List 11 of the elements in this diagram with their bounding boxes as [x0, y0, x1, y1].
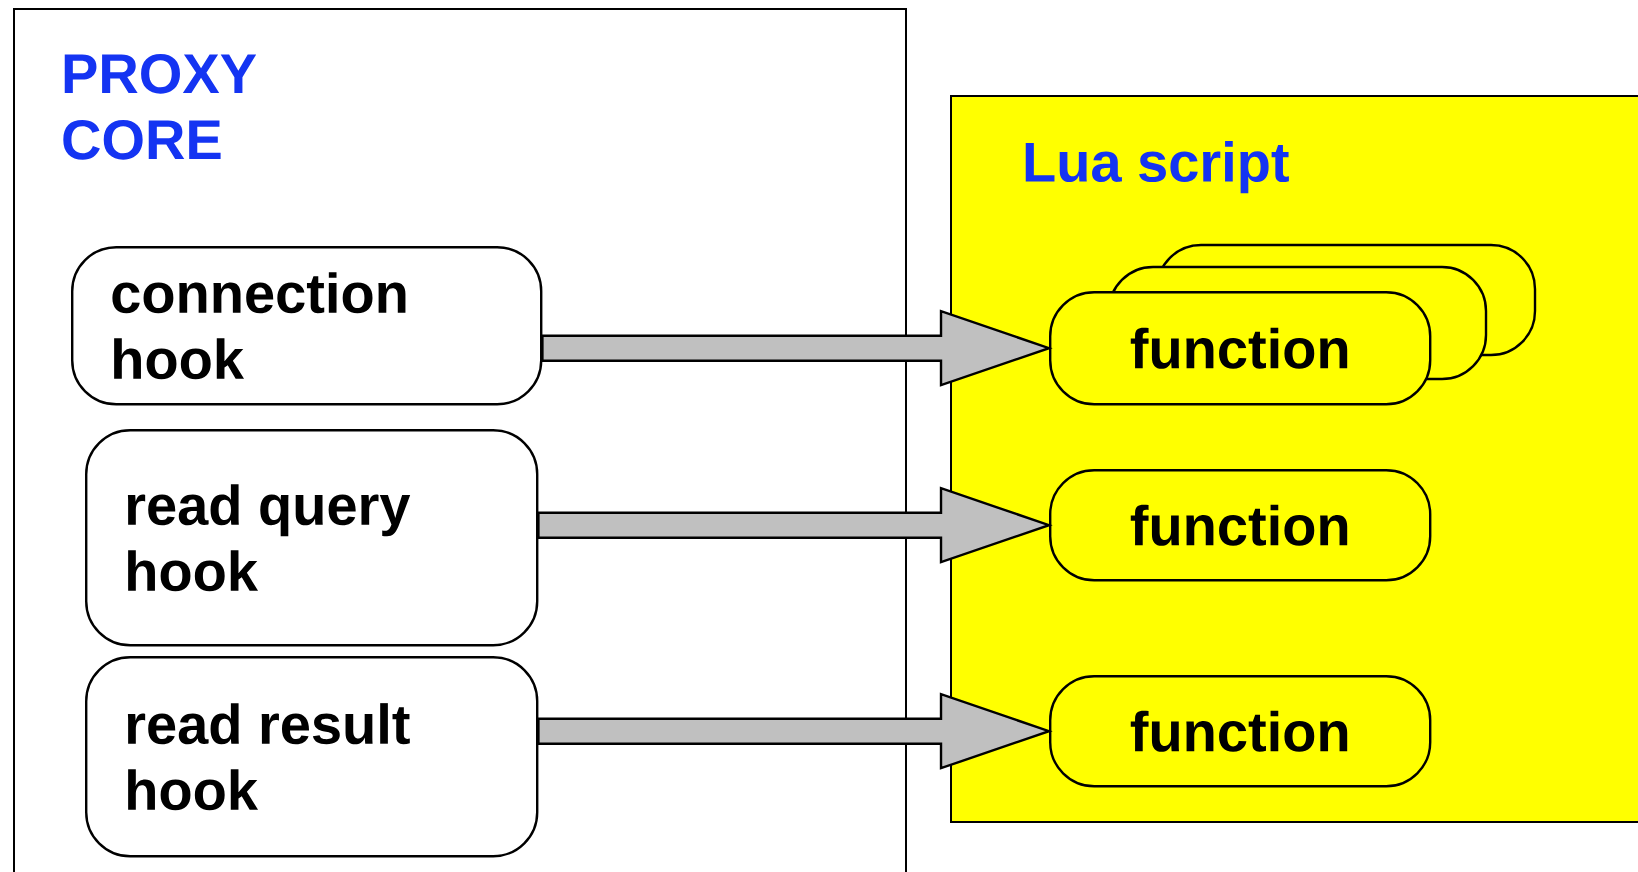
hook-box: connection hook: [71, 246, 543, 406]
block-arrow: [537, 692, 1053, 770]
hook-box: read result hook: [85, 656, 539, 858]
stacked-function-boxes: function: [1049, 243, 1537, 406]
title: Lua script: [1025, 141, 1289, 194]
block-arrow: [541, 309, 1053, 387]
block-arrow: [537, 486, 1053, 564]
hook-box: read query hook: [85, 429, 539, 647]
title: PROXY CORE: [63, 54, 257, 160]
function-box: function: [1049, 675, 1432, 788]
function-box: function: [1049, 469, 1432, 582]
